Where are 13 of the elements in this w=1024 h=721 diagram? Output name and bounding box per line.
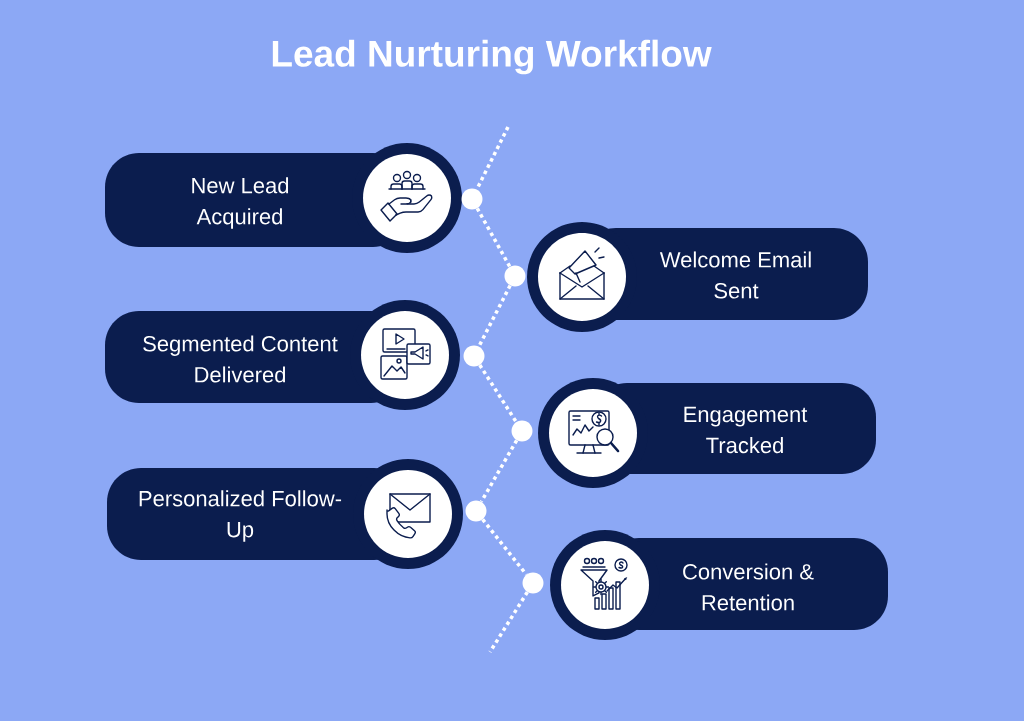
dotted-line bbox=[475, 207, 512, 268]
dotted-line bbox=[477, 284, 512, 348]
junction-dot bbox=[465, 500, 487, 522]
junction-dot bbox=[522, 572, 544, 594]
junction-dot bbox=[463, 345, 485, 367]
dotted-line bbox=[479, 439, 519, 503]
dotted-line bbox=[488, 591, 529, 653]
junction-dot bbox=[504, 265, 526, 287]
dotted-line bbox=[478, 364, 518, 423]
dotted-line bbox=[481, 518, 528, 576]
junction-dot bbox=[511, 420, 533, 442]
title: Lead Nurturing Workflow bbox=[272, 39, 712, 75]
junction-dot bbox=[461, 188, 483, 210]
